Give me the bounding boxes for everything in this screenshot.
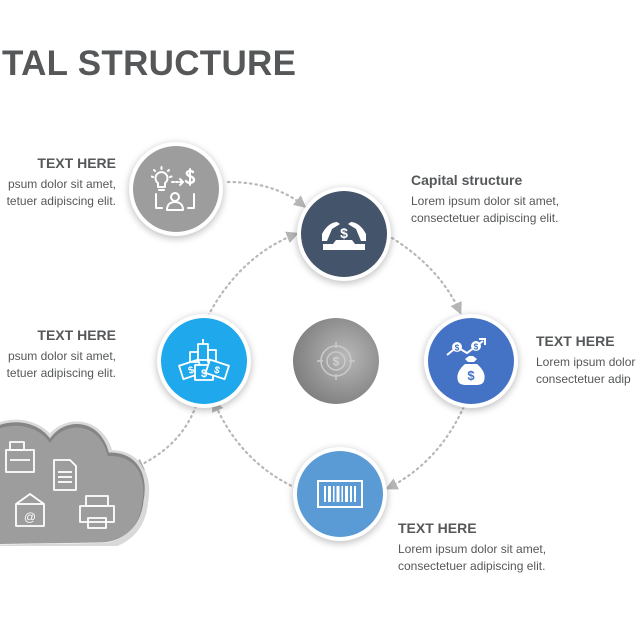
text-line: consectetuer adipiscing elit.: [398, 559, 546, 573]
text-line: Lorem ipsum dolor sit amet,: [398, 542, 547, 556]
svg-text:$: $: [187, 365, 196, 377]
text-line: tetuer adipiscing elit.: [6, 194, 116, 208]
text-line: tetuer adipiscing elit.: [6, 366, 116, 380]
connector-barcode-to-city: [212, 399, 298, 490]
text-heading: TEXT HERE: [37, 155, 116, 171]
idea-to-money-icon: [151, 166, 196, 211]
node-idea-money: [133, 146, 219, 232]
text-line: psum dolor sit amet,: [7, 349, 116, 363]
connector-city-to-hands: [206, 231, 299, 318]
svg-text:$: $: [467, 368, 475, 383]
text-block-mid-left: TEXT HERE psum dolor sit amet, tetuer ad…: [7, 327, 116, 382]
connector-idea-to-hands: [226, 180, 307, 208]
text-block-top-right: Capital structure Lorem ipsum dolor sit …: [411, 172, 559, 227]
text-heading: Capital structure: [411, 172, 523, 188]
svg-text:$: $: [333, 355, 340, 369]
slide-title: ITAL STRUCTURE: [0, 44, 297, 83]
text-line: psum dolor sit amet,: [7, 177, 116, 191]
connector-hands-to-growth: [390, 236, 462, 315]
node-hands-dollar: $: [301, 191, 387, 277]
money-bag-growth-icon: $ $ $: [446, 338, 486, 385]
svg-text:@: @: [24, 510, 36, 524]
text-heading: TEXT HERE: [536, 333, 615, 349]
city-cash-icon: $ $ $: [178, 339, 230, 381]
node-city-money: $ $ $: [161, 318, 247, 404]
svg-text:$: $: [474, 343, 479, 352]
text-line: consectetuer adip: [536, 372, 631, 386]
connector-growth-to-barcode: [385, 400, 468, 490]
node-money-growth: $ $ $: [428, 318, 514, 404]
text-block-bottom: TEXT HERE Lorem ipsum dolor sit amet, co…: [398, 520, 546, 575]
text-block-mid-right: TEXT HERE Lorem ipsum dolor consectetuer…: [536, 333, 635, 388]
text-line: consectetuer adipiscing elit.: [411, 211, 559, 225]
dollar-target-icon: $: [317, 342, 355, 380]
connector-city-to-cloud: [131, 404, 198, 470]
text-heading: TEXT HERE: [398, 520, 477, 536]
svg-text:$: $: [455, 344, 460, 353]
text-line: Lorem ipsum dolor: [536, 355, 636, 369]
text-line: Lorem ipsum dolor sit amet,: [411, 194, 560, 208]
text-heading: TEXT HERE: [37, 327, 116, 343]
barcode-icon: [317, 480, 363, 508]
office-devices-cloud-icon: @: [0, 419, 150, 546]
text-block-top-left: TEXT HERE psum dolor sit amet, tetuer ad…: [7, 155, 116, 210]
svg-text:$: $: [201, 368, 207, 380]
node-barcode: [297, 451, 383, 537]
svg-text:$: $: [212, 365, 221, 377]
svg-text:$: $: [340, 225, 348, 241]
node-center-target: $: [293, 318, 379, 404]
hands-protecting-dollar-icon: $: [322, 222, 366, 250]
